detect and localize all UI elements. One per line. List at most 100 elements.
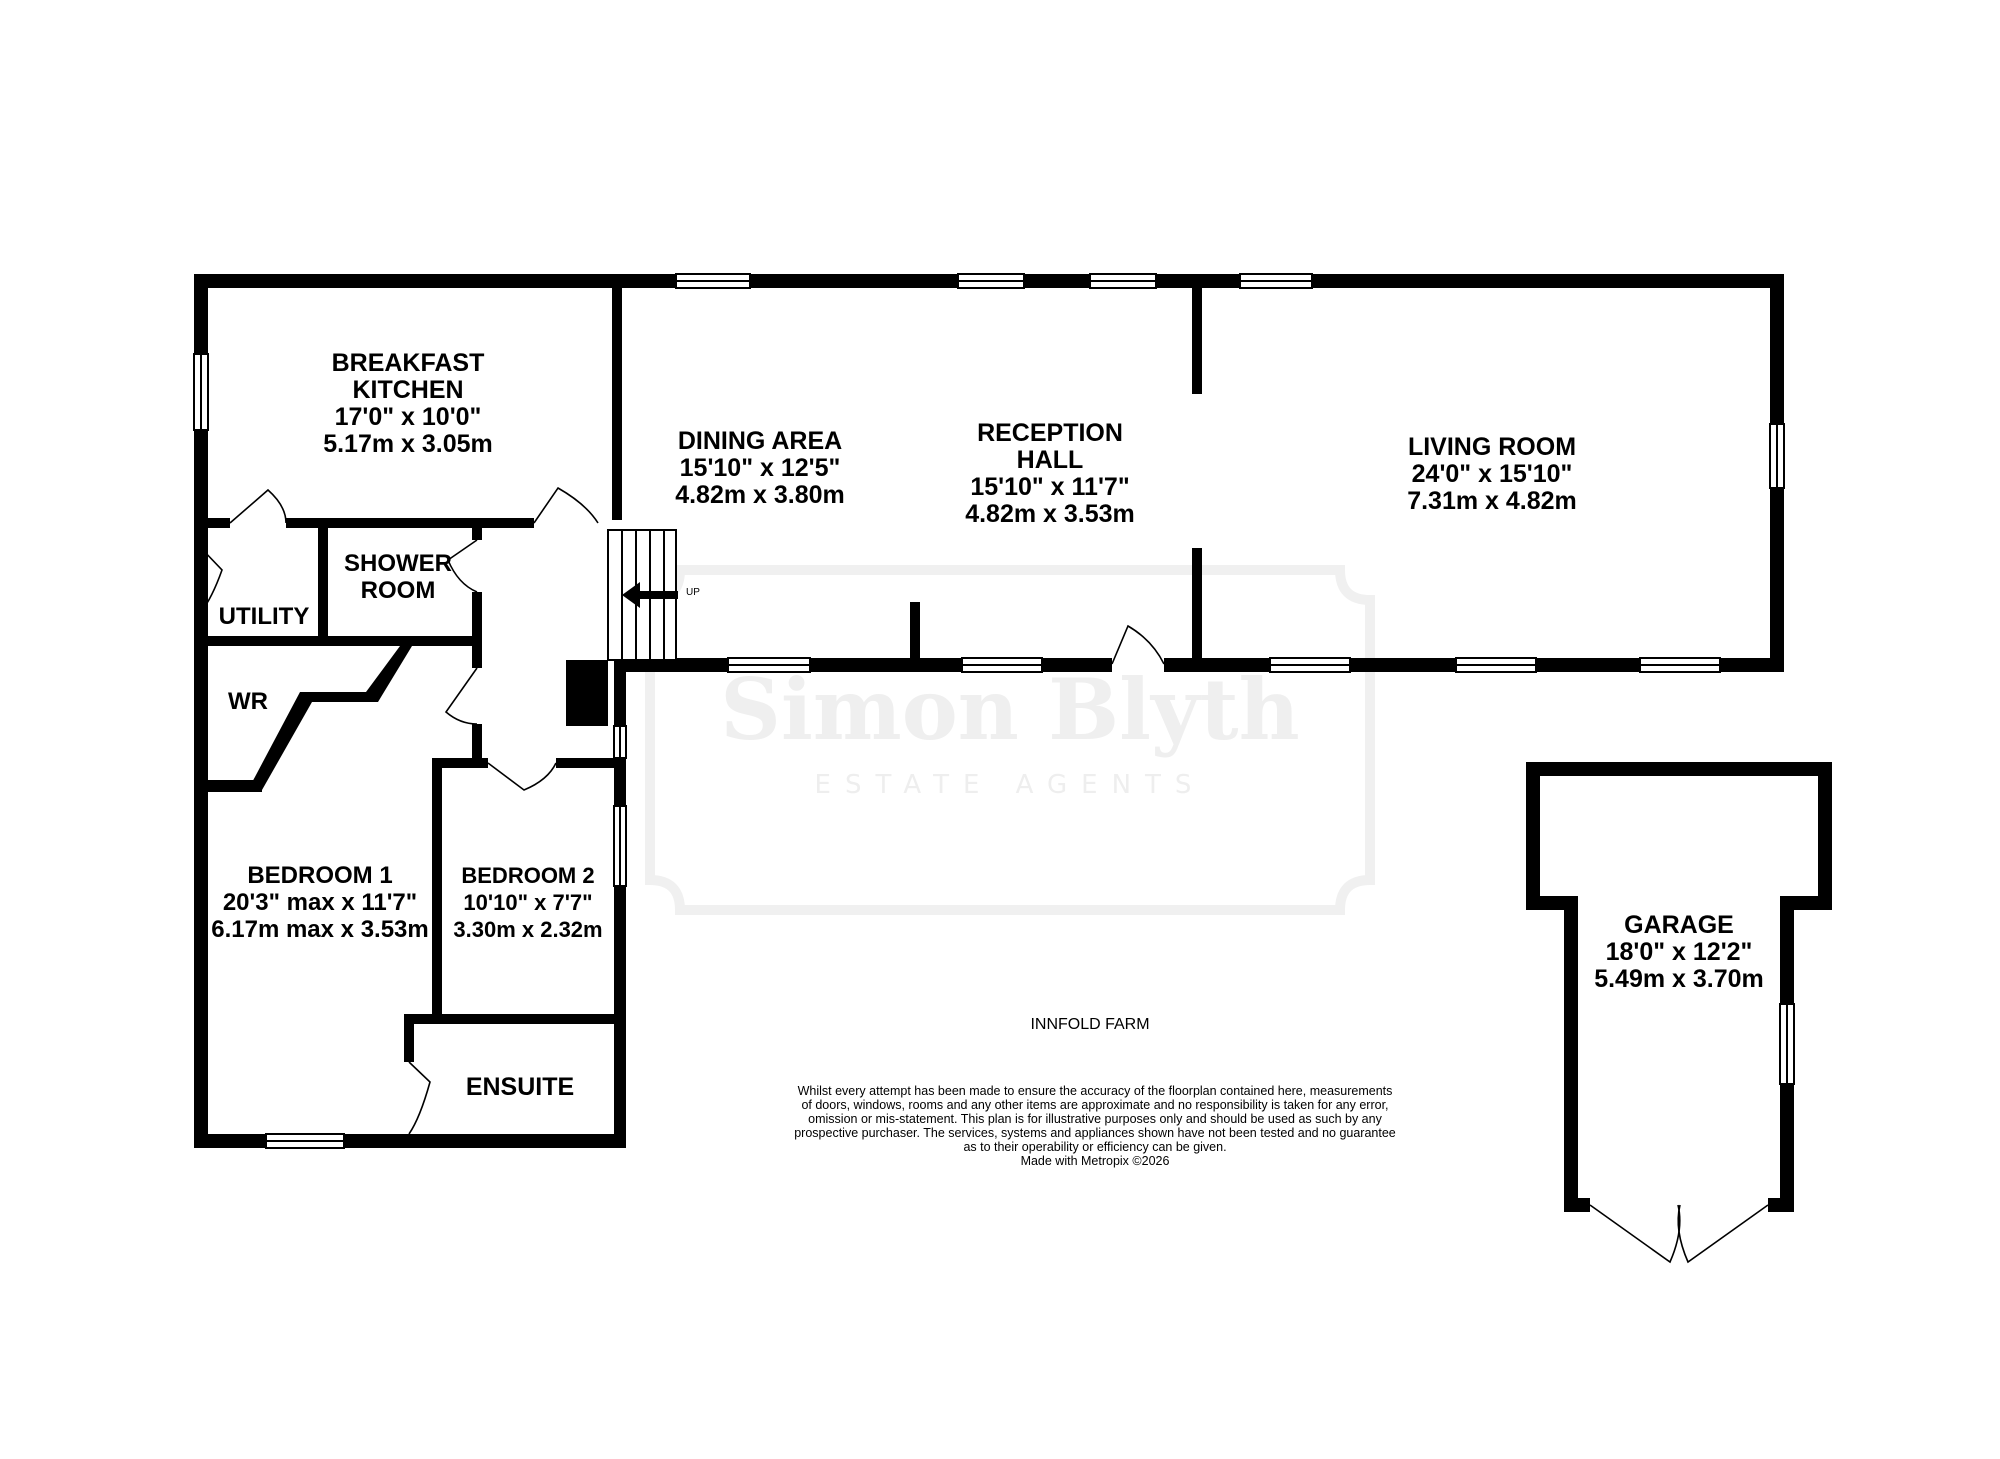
- watermark-subtitle: ESTATE AGENTS: [814, 770, 1206, 800]
- shower-right-wall: [472, 592, 482, 638]
- window-bedroom2-right-b: [613, 805, 627, 887]
- room-name-line2: ROOM: [360, 577, 436, 604]
- kitchen-door[interactable]: [229, 488, 287, 524]
- watermark-name: Simon Blyth: [720, 660, 1300, 759]
- room-dims-metric: 5.49m x 3.70m: [1594, 965, 1764, 993]
- hall-kitchen-door[interactable]: [533, 486, 599, 524]
- utility-bottom-wall: [208, 636, 482, 646]
- room-dims-metric: 4.82m x 3.53m: [965, 500, 1135, 528]
- room-dims-imperial: 24'0" x 15'10": [1411, 460, 1573, 488]
- front-door[interactable]: [1111, 624, 1165, 665]
- room-ensuite: ENSUITE: [440, 1074, 600, 1101]
- window-living-bottom-1: [1269, 657, 1351, 673]
- disclaimer-credit: Made with Metropix ©2026: [1020, 1154, 1170, 1168]
- bedroom2-door[interactable]: [487, 762, 557, 791]
- room-name-line2: KITCHEN: [352, 376, 464, 404]
- room-name: UTILITY: [218, 603, 310, 630]
- front-door-gap: [1112, 658, 1164, 672]
- room-living-room: LIVING ROOM 24'0" x 15'10" 7.31m x 4.82m: [1362, 434, 1622, 515]
- windows: [193, 273, 1785, 1149]
- disclaimer-line: as to their operability or efficiency ca…: [963, 1140, 1227, 1154]
- room-name: GARAGE: [1624, 911, 1734, 939]
- room-name-line2: HALL: [1016, 446, 1084, 474]
- ensuite-door[interactable]: [408, 1061, 431, 1135]
- garage-walls: [1526, 762, 1832, 1264]
- disclaimer-line: Whilst every attempt has been made to en…: [797, 1084, 1393, 1098]
- window-hall-2: [1089, 273, 1157, 289]
- ensuite-top-wall: [404, 1014, 626, 1024]
- room-bedroom-1: BEDROOM 1 20'3" max x 11'7" 6.17m max x …: [208, 862, 432, 943]
- staircase: [607, 529, 678, 661]
- room-dims-imperial: 15'10" x 12'5": [679, 454, 841, 482]
- disclaimer-line: prospective purchaser. The services, sys…: [794, 1126, 1396, 1140]
- wr-diagonal-wall: [248, 646, 412, 790]
- chimney-block: [566, 660, 608, 726]
- window-living-right: [1769, 423, 1785, 489]
- room-dining-area: DINING AREA 15'10" x 12'5" 4.82m x 3.80m: [640, 428, 880, 509]
- stairs-arrow-shaft: [628, 591, 678, 599]
- room-utility: UTILITY: [210, 603, 318, 630]
- wr-bottom-wall: [208, 780, 262, 792]
- room-bedroom-2: BEDROOM 2 10'10" x 7'7" 3.30m x 2.32m: [442, 862, 614, 943]
- kitchen-bottom-wall-b: [286, 518, 534, 528]
- shower-right-wall-top: [472, 518, 482, 540]
- window-living-bottom-3: [1639, 657, 1721, 673]
- shower-room-door[interactable]: [447, 539, 478, 593]
- room-dims-metric: 7.31m x 4.82m: [1407, 487, 1577, 515]
- stairs-arrow-head-icon: [622, 582, 640, 608]
- room-dims-metric: 6.17m max x 3.53m: [211, 916, 429, 943]
- bedroom2-top-wall-a: [434, 758, 488, 768]
- room-dims-metric: 5.17m x 3.05m: [323, 430, 493, 458]
- window-dining: [675, 273, 751, 289]
- bedroom-divider-wall: [432, 758, 442, 1020]
- window-hall-bottom: [961, 657, 1043, 673]
- room-name: BEDROOM 1: [247, 862, 393, 889]
- disclaimer-line: omission or mis-statement. This plan is …: [808, 1112, 1382, 1126]
- bedroom1-door[interactable]: [444, 667, 478, 725]
- room-reception-hall: RECEPTION HALL 15'10" x 11'7" 4.82m x 3.…: [930, 420, 1170, 528]
- room-name: ENSUITE: [465, 1073, 575, 1101]
- window-living-bottom-2: [1455, 657, 1537, 673]
- disclaimer-line: of doors, windows, rooms and any other i…: [801, 1098, 1389, 1112]
- room-dims-imperial: 15'10" x 11'7": [970, 473, 1130, 501]
- room-dims-imperial: 18'0" x 12'2": [1605, 938, 1753, 966]
- room-dims-imperial: 10'10" x 7'7": [463, 890, 593, 915]
- room-dims-metric: 4.82m x 3.80m: [675, 481, 845, 509]
- room-dims-imperial: 20'3" max x 11'7": [222, 889, 418, 916]
- room-name: LIVING ROOM: [1407, 433, 1577, 461]
- kitchen-dining-wall: [612, 288, 622, 520]
- doors: [200, 486, 1165, 1135]
- living-wall-upper: [1192, 288, 1202, 394]
- left-outer-wall: [194, 274, 208, 1148]
- garage-door-left[interactable]: [1589, 1204, 1681, 1264]
- room-shower-room: SHOWER ROOM: [328, 550, 468, 604]
- room-name: WR: [228, 688, 268, 715]
- window-kitchen-left: [193, 353, 209, 431]
- corridor-wall-upper: [472, 646, 482, 668]
- hall-stub-wall: [910, 602, 920, 662]
- room-dims-imperial: 17'0" x 10'0": [334, 403, 482, 431]
- window-hall-1: [957, 273, 1025, 289]
- room-name: BEDROOM 2: [461, 863, 595, 888]
- disclaimer: Whilst every attempt has been made to en…: [745, 1084, 1445, 1168]
- room-wr: WR: [218, 688, 278, 715]
- room-name-line1: BREAKFAST: [331, 349, 485, 377]
- room-name-line1: RECEPTION: [977, 419, 1123, 447]
- window-bedroom1-bottom: [265, 1133, 345, 1149]
- bedroom2-top-wall-b: [556, 758, 626, 768]
- living-wall-lower: [1192, 548, 1202, 660]
- room-breakfast-kitchen: BREAKFAST KITCHEN 17'0" x 10'0" 5.17m x …: [288, 350, 528, 458]
- estate-agent-watermark: Simon Blyth ESTATE AGENTS: [640, 560, 1380, 920]
- kitchen-bottom-wall-a: [208, 518, 230, 528]
- room-garage: GARAGE 18'0" x 12'2" 5.49m x 3.70m: [1564, 912, 1794, 993]
- utility-shower-wall: [318, 518, 328, 646]
- window-dining-bottom: [727, 657, 811, 673]
- stairs-up-label: UP: [686, 587, 700, 598]
- garage-door-right[interactable]: [1677, 1204, 1769, 1264]
- ensuite-left-wall: [404, 1014, 414, 1062]
- window-living-top: [1239, 273, 1313, 289]
- corridor-wall-lower: [472, 724, 482, 760]
- room-name-line1: SHOWER: [344, 550, 452, 577]
- utility-door[interactable]: [200, 547, 223, 613]
